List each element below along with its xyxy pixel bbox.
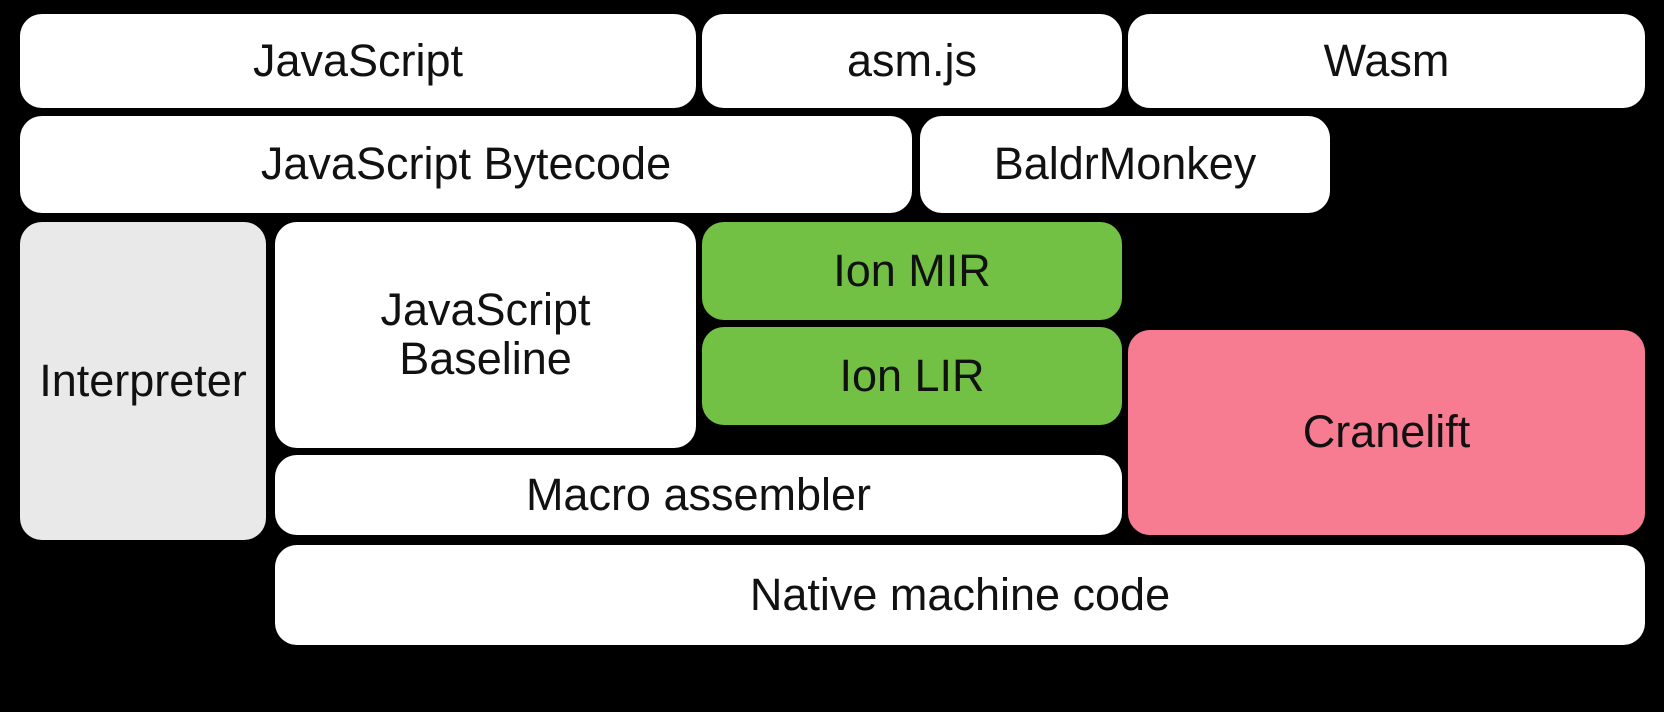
node-interpreter: Interpreter: [20, 222, 266, 540]
node-javascript-baseline: JavaScript Baseline: [275, 222, 696, 448]
node-ion-mir: Ion MIR: [702, 222, 1122, 320]
node-javascript: JavaScript: [20, 14, 696, 108]
node-cranelift: Cranelift: [1128, 330, 1645, 535]
node-javascript-bytecode: JavaScript Bytecode: [20, 116, 912, 213]
node-macro-assembler: Macro assembler: [275, 455, 1122, 535]
node-ion-lir: Ion LIR: [702, 327, 1122, 425]
node-asmjs: asm.js: [702, 14, 1122, 108]
node-wasm: Wasm: [1128, 14, 1645, 108]
node-baldrmonkey: BaldrMonkey: [920, 116, 1330, 213]
node-native-machine-code: Native machine code: [275, 545, 1645, 645]
